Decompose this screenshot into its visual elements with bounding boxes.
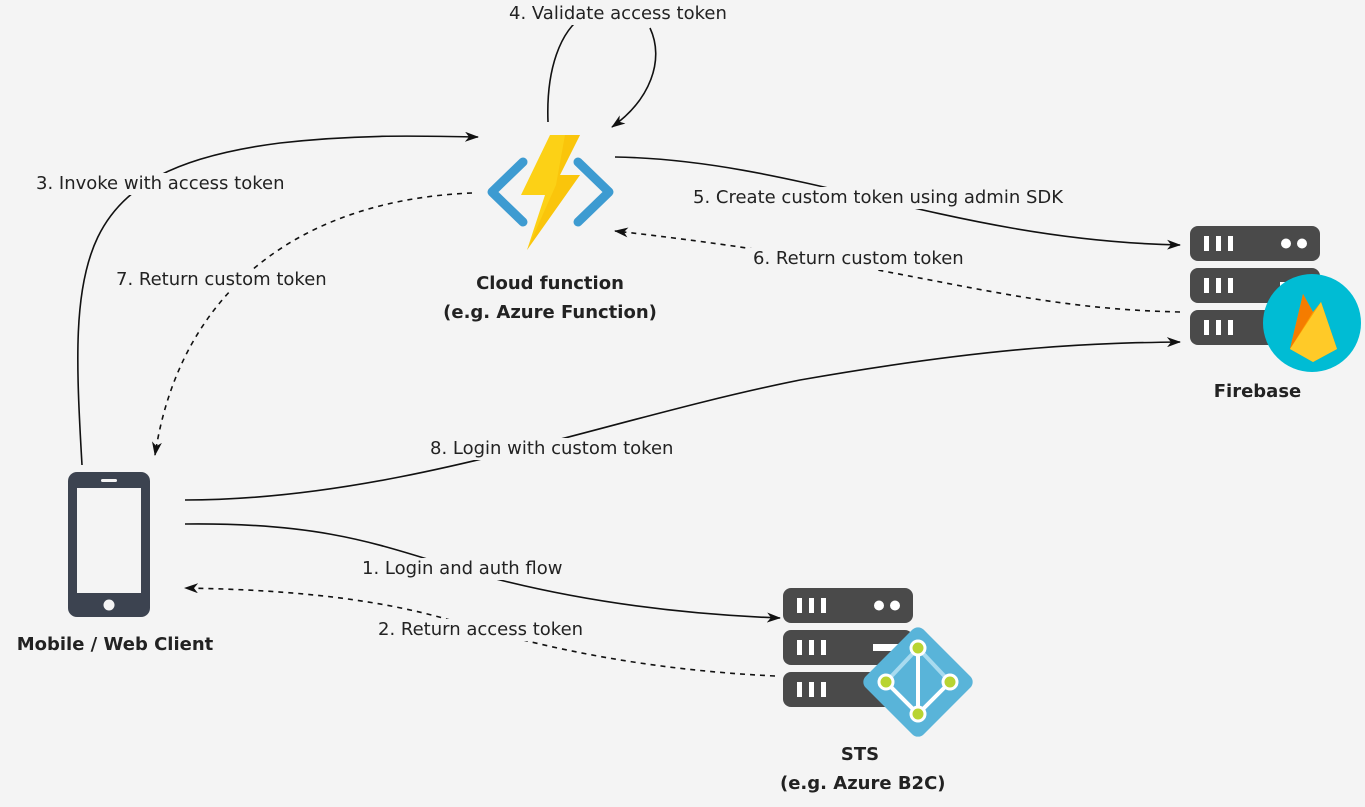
edge-3-invoke — [77, 131, 479, 466]
edge-5-label: 5. Create custom token using admin SDK — [690, 187, 1067, 209]
azure-function-icon — [487, 135, 614, 250]
cloud-function-title: Cloud function — [476, 273, 624, 294]
edge-2-label: 2. Return access token — [375, 619, 587, 641]
cloud-function-subtitle: (e.g. Azure Function) — [443, 302, 657, 323]
edge-1-label: 1. Login and auth flow — [359, 558, 566, 580]
firebase-node-label: Firebase — [1213, 381, 1302, 402]
sts-subtitle: (e.g. Azure B2C) — [780, 773, 946, 794]
edge-6-return — [614, 227, 1181, 313]
edge-3-label: 3. Invoke with access token — [33, 173, 288, 195]
firebase-server-icon — [1190, 226, 1361, 372]
edge-8-label: 8. Login with custom token — [427, 438, 677, 460]
edge-8-login — [184, 337, 1181, 501]
azure-ad-server-icon — [783, 588, 973, 737]
edge-7-label: 7. Return custom token — [113, 269, 330, 291]
client-node-label: Mobile / Web Client — [16, 634, 214, 655]
edge-7-return — [152, 192, 473, 456]
sts-title: STS — [840, 744, 880, 765]
edge-4-label: 4. Validate access token — [506, 3, 730, 25]
edge-6-label: 6. Return custom token — [750, 248, 967, 270]
edge-4-validate — [547, 14, 657, 127]
cloud-function-node-label: Cloud function (e.g. Azure Function) — [430, 269, 670, 327]
sts-node-label: STS (e.g. Azure B2C) — [780, 740, 946, 798]
mobile-phone-icon — [68, 472, 150, 617]
